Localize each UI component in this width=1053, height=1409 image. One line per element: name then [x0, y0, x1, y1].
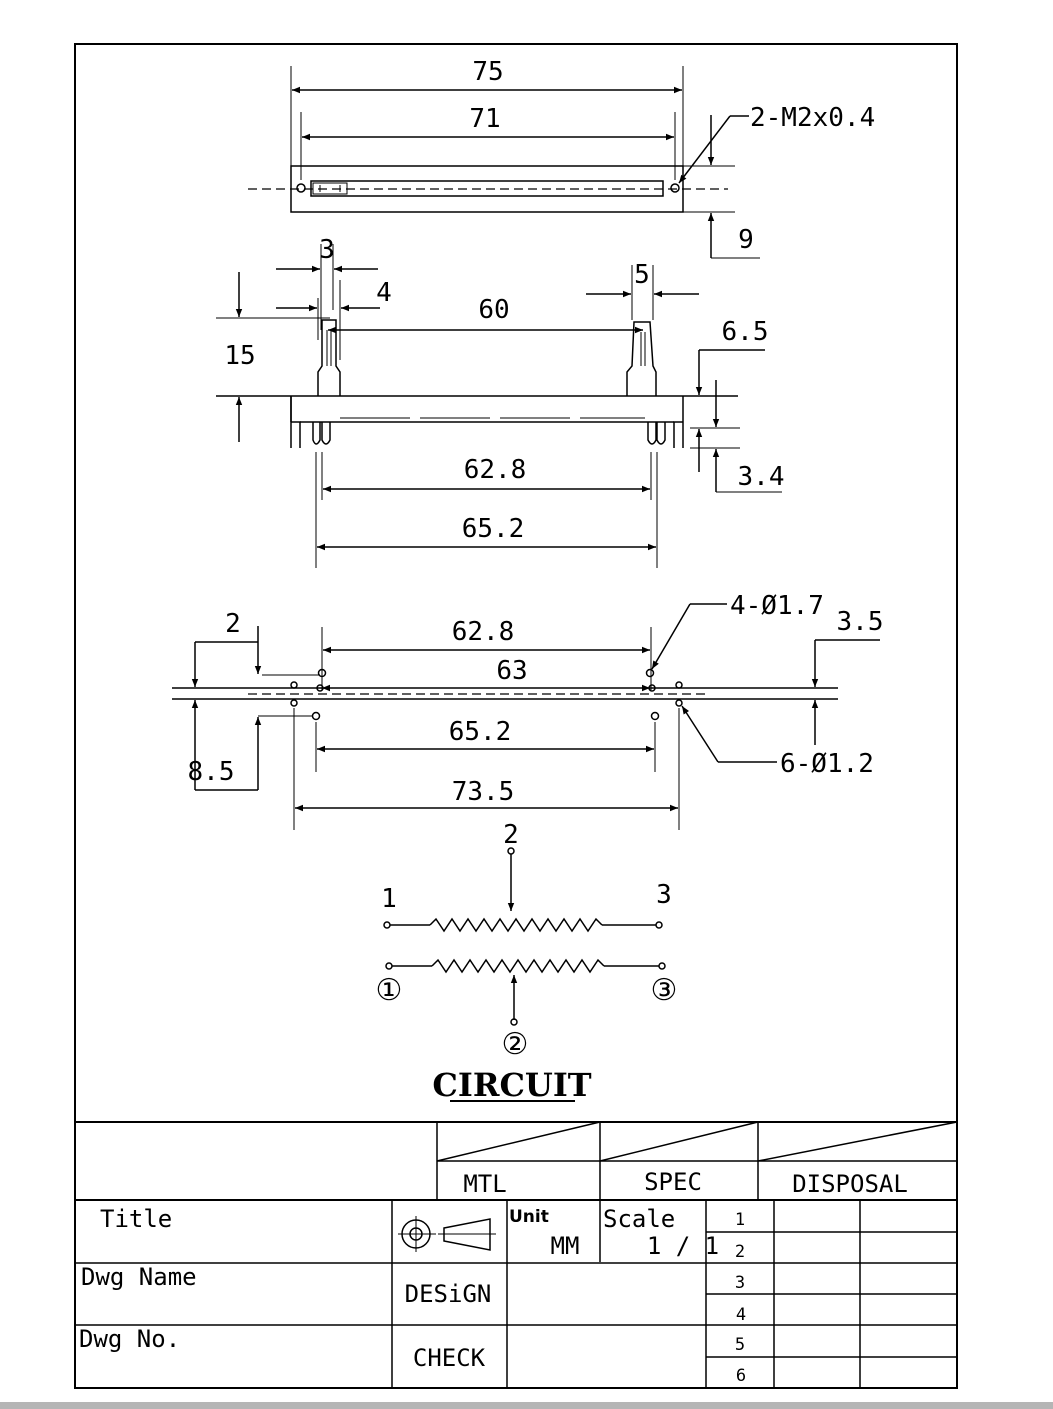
circuit-pin-1-circled: ①: [376, 973, 403, 1008]
dim-4: 4: [376, 278, 392, 308]
dim-thread: 2-M2x0.4: [750, 103, 875, 133]
side-view: 3 4 5 60 15: [216, 235, 784, 568]
title-label: Title: [100, 1205, 172, 1233]
circuit-pin-1-label: 1: [381, 884, 397, 914]
bottom-bar: [0, 1402, 1053, 1409]
circuit-pin-3-circled: ③: [651, 973, 678, 1008]
dim-3: 3: [319, 235, 335, 265]
revision-4: 4: [736, 1305, 746, 1325]
dim-hole-small: 6-Ø1.2: [780, 749, 874, 779]
top-view: 75 71 9 2-M2x0.4: [248, 57, 875, 259]
disposal-label: DISPOSAL: [792, 1170, 908, 1198]
dim-6-5: 6.5: [722, 317, 769, 347]
dim-3-4: 3.4: [738, 462, 785, 492]
scale-value: 1 / 1: [647, 1232, 719, 1260]
dim-71: 71: [469, 104, 500, 134]
dim-65-2-footprint: 65.2: [449, 717, 512, 747]
circuit-title: CIRCUIT: [432, 1066, 591, 1104]
spec-label: SPEC: [644, 1168, 702, 1196]
drawing-frame: [74, 43, 958, 1389]
dim-3-5: 3.5: [837, 607, 884, 637]
revision-3: 3: [735, 1273, 745, 1293]
mtl-label: MTL: [463, 1170, 506, 1198]
title-block: MTL SPEC DISPOSAL Title Dwg Name Dwg No.…: [75, 1121, 958, 1388]
dim-15: 15: [224, 341, 255, 371]
dim-hole-large: 4-Ø1.7: [730, 591, 824, 621]
scale-label: Scale: [603, 1205, 675, 1233]
footprint-view: 62.8 63 2 8.5 4-Ø1.7: [172, 591, 883, 830]
dim-9: 9: [738, 225, 754, 255]
dim-5: 5: [634, 260, 650, 290]
revision-2: 2: [735, 1242, 745, 1262]
design-label: DESiGN: [405, 1280, 492, 1308]
dim-62-8-side: 62.8: [464, 455, 527, 485]
circuit-pin-2-label: 2: [503, 820, 519, 850]
dwg-name-label: Dwg Name: [81, 1263, 197, 1291]
circuit-pin-3-label: 3: [656, 880, 672, 910]
revision-6: 6: [736, 1366, 746, 1386]
revision-5: 5: [735, 1335, 745, 1355]
dim-60: 60: [478, 295, 509, 325]
revision-1: 1: [735, 1210, 745, 1230]
dim-75: 75: [472, 57, 503, 87]
dim-73-5: 73.5: [452, 777, 515, 807]
resistor-symbol-top: [429, 917, 603, 933]
resistor-symbol-bottom: [431, 958, 605, 974]
check-label: CHECK: [413, 1344, 486, 1372]
projection-symbol-icon: [398, 1216, 496, 1252]
dim-62-8-footprint: 62.8: [452, 617, 515, 647]
unit-value: MM: [551, 1232, 580, 1260]
circuit-pin-2-circled: ②: [502, 1027, 529, 1062]
dim-65-2-side: 65.2: [462, 514, 525, 544]
dim-8-5: 8.5: [188, 757, 235, 787]
unit-label: Unit: [509, 1207, 549, 1227]
dwg-no-label: Dwg No.: [79, 1325, 180, 1353]
dim-2: 2: [225, 609, 241, 639]
dim-63: 63: [496, 656, 527, 686]
circuit-diagram: 2 1 3 ① ③ ② CIRCUIT: [376, 820, 678, 1104]
